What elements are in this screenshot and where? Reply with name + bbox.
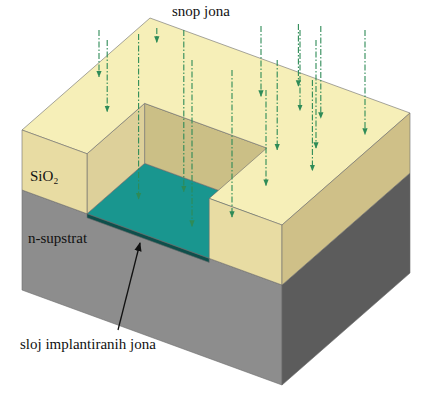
ion-arrow xyxy=(298,24,299,86)
substrate-label: n-supstrat xyxy=(28,230,87,247)
ion-arrow xyxy=(299,30,300,111)
ion-arrow xyxy=(265,90,266,185)
oxide-side xyxy=(282,113,410,285)
oxide-label: SiO₂ xyxy=(30,168,59,185)
ion-arrow xyxy=(138,34,139,199)
ion-arrow xyxy=(277,60,278,150)
ion-arrow xyxy=(231,70,232,217)
implanted-layer xyxy=(87,214,209,263)
wafer-block xyxy=(22,18,410,385)
oxide-front-left xyxy=(22,130,87,214)
ion-arrow xyxy=(260,26,261,96)
ion-arrow xyxy=(315,40,316,148)
ion-arrow xyxy=(320,26,321,118)
ion-arrow xyxy=(98,30,99,77)
oxide-front-right xyxy=(209,198,282,285)
ion-beam xyxy=(99,24,365,226)
beam-label: snop jona xyxy=(172,3,230,20)
ion-arrow xyxy=(107,40,108,112)
ion-arrow xyxy=(183,30,184,192)
ion-arrow xyxy=(156,28,157,42)
ion-arrow xyxy=(364,30,365,134)
ion-arrow xyxy=(312,80,313,171)
layer-label: sloj implantiranih jona xyxy=(20,336,156,353)
ion-arrow xyxy=(191,60,192,226)
leader-arrow xyxy=(118,243,140,330)
